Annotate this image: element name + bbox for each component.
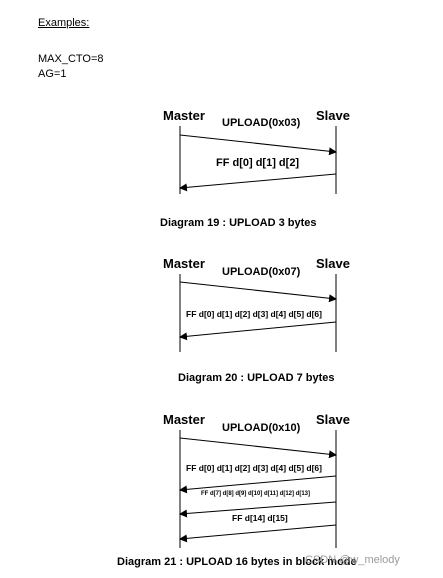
request-arrow [179, 134, 337, 156]
max-cto-param: MAX_CTO=8 [38, 53, 104, 65]
request-arrow [179, 281, 337, 303]
request-label: UPLOAD(0x03) [222, 117, 301, 129]
response-arrow-2 [179, 501, 337, 518]
response-label: FF d[0] d[1] d[2] [216, 157, 300, 169]
diagram-caption: Diagram 19 : UPLOAD 3 bytes [160, 217, 317, 229]
slave-label: Slave [316, 108, 350, 123]
request-arrow [179, 437, 337, 459]
watermark: CSDN @w_melody [305, 554, 400, 566]
response-arrow-1 [179, 475, 337, 494]
diagram-caption: Diagram 20 : UPLOAD 7 bytes [178, 372, 335, 384]
response-label-1: FF d[0] d[1] d[2] d[3] d[4] d[5] d[6] [186, 463, 322, 473]
request-label: UPLOAD(0x10) [222, 422, 301, 434]
response-label-3: FF d[14] d[15] [232, 513, 288, 523]
examples-heading: Examples: [38, 17, 90, 29]
response-label-2: FF d[7] d[8] d[9] d[10] d[11] d[12] d[13… [201, 491, 311, 497]
response-label: FF d[0] d[1] d[2] d[3] d[4] d[5] d[6] [186, 309, 322, 319]
slave-label: Slave [316, 256, 350, 271]
master-label: Master [163, 256, 205, 271]
ag-param: AG=1 [38, 68, 67, 80]
response-arrow [179, 173, 337, 192]
diagram-caption: Diagram 21 : UPLOAD 16 bytes in block mo… [117, 556, 357, 568]
master-label: Master [163, 108, 205, 123]
request-label: UPLOAD(0x07) [222, 266, 301, 278]
response-arrow-3 [179, 524, 337, 543]
master-label: Master [163, 412, 205, 427]
response-arrow [179, 321, 337, 341]
slave-label: Slave [316, 412, 350, 427]
